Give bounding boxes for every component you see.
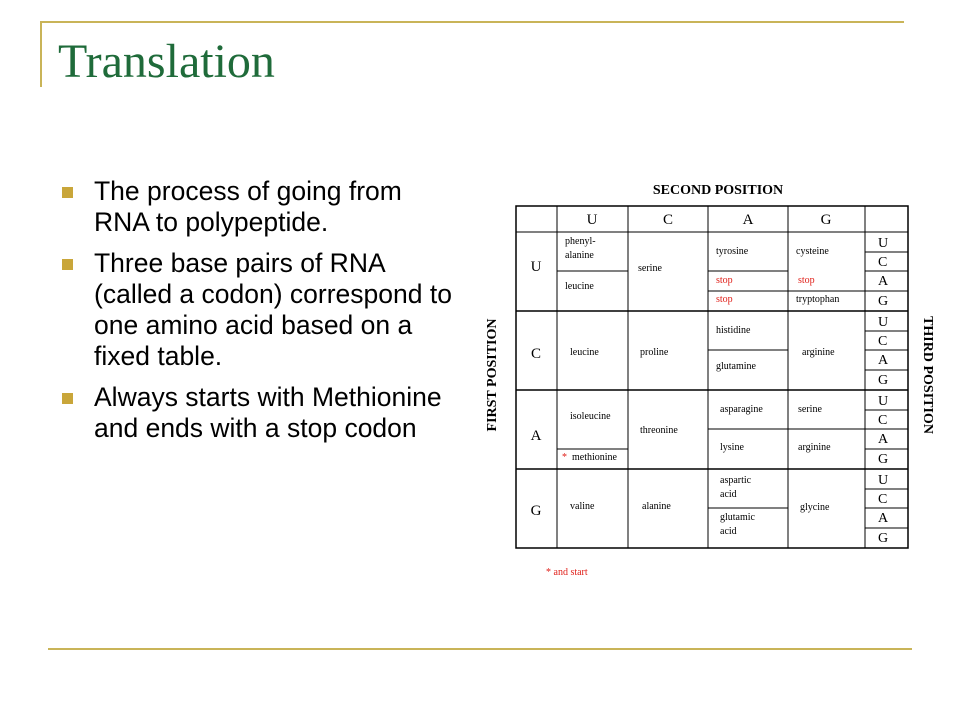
bullet-item: Always starts with Methionine and ends w…: [62, 382, 457, 444]
amino-acid-label: methionine: [572, 452, 618, 463]
second-base-u: U: [587, 212, 598, 228]
square-bullet-icon: [62, 393, 73, 404]
third-base-c: C: [878, 334, 887, 349]
third-position-label: THIRD POSITION: [920, 316, 935, 434]
bullet-text: Always starts with Methionine and ends w…: [94, 382, 442, 443]
first-base-c: C: [531, 346, 541, 362]
third-position-column: U C A G U C A G U C A G U C A G: [878, 236, 889, 546]
first-base-g: G: [531, 503, 542, 519]
bullet-text: The process of going from RNA to polypep…: [94, 176, 402, 237]
amino-acid-label: threonine: [640, 425, 678, 436]
third-base-g: G: [878, 452, 888, 467]
amino-acid-label: tyrosine: [716, 246, 749, 257]
start-marker-icon: *: [562, 452, 567, 463]
first-position-label: FIRST POSITION: [485, 319, 500, 432]
frame-top-rule: [40, 21, 904, 23]
third-base-u: U: [878, 473, 888, 488]
frame-bottom-rule: [48, 648, 912, 650]
amino-acid-label: phenyl-: [565, 236, 596, 247]
third-base-u: U: [878, 315, 888, 330]
amino-acid-label: histidine: [716, 325, 751, 336]
third-base-g: G: [878, 294, 888, 309]
amino-acid-label: proline: [640, 347, 669, 358]
amino-acid-label: alanine: [565, 250, 594, 261]
amino-acid-label: isoleucine: [570, 411, 611, 422]
amino-acid-label: leucine: [565, 281, 594, 292]
second-base-g: G: [821, 212, 832, 228]
amino-acid-label: serine: [638, 263, 662, 274]
amino-acid-label: tryptophan: [796, 294, 839, 305]
amino-acid-label: lysine: [720, 442, 744, 453]
amino-acid-label: alanine: [642, 501, 671, 512]
stop-codon-label: stop: [798, 275, 815, 286]
codon-table-figure: SECOND POSITION FIRST POSITION THIRD POS…: [485, 183, 935, 578]
amino-acid-label: acid: [720, 526, 737, 537]
slide-title: Translation: [58, 35, 275, 88]
bullet-item: Three base pairs of RNA (called a codon)…: [62, 248, 457, 372]
codon-grid-lines: [515, 205, 909, 549]
amino-acid-label: cysteine: [796, 246, 829, 257]
amino-acid-label: aspartic: [720, 475, 752, 486]
first-base-a: A: [531, 428, 542, 444]
amino-acid-label: valine: [570, 501, 595, 512]
bullet-text: Three base pairs of RNA (called a codon)…: [94, 248, 452, 371]
amino-acid-label: arginine: [798, 442, 831, 453]
second-base-a: A: [743, 212, 754, 228]
third-base-g: G: [878, 531, 888, 546]
bullet-list: The process of going from RNA to polypep…: [62, 176, 457, 454]
start-footnote: * and start: [546, 567, 588, 578]
square-bullet-icon: [62, 259, 73, 270]
stop-codon-label: stop: [716, 275, 733, 286]
second-position-label: SECOND POSITION: [653, 183, 783, 198]
third-base-a: A: [878, 353, 889, 368]
amino-acid-label: asparagine: [720, 404, 763, 415]
third-base-a: A: [878, 274, 889, 289]
second-base-c: C: [663, 212, 673, 228]
amino-acid-label: serine: [798, 404, 822, 415]
amino-acid-label: glycine: [800, 502, 830, 513]
third-base-c: C: [878, 492, 887, 507]
amino-acid-label: arginine: [802, 347, 835, 358]
amino-acid-label: acid: [720, 489, 737, 500]
frame-left-rule: [40, 21, 42, 87]
amino-acid-label: glutamine: [716, 361, 757, 372]
third-base-c: C: [878, 413, 887, 428]
first-base-u: U: [531, 259, 542, 275]
square-bullet-icon: [62, 187, 73, 198]
third-base-a: A: [878, 432, 889, 447]
bullet-item: The process of going from RNA to polypep…: [62, 176, 457, 238]
amino-acid-label: leucine: [570, 347, 599, 358]
third-base-u: U: [878, 394, 888, 409]
third-base-a: A: [878, 511, 889, 526]
third-base-u: U: [878, 236, 888, 251]
stop-codon-label: stop: [716, 294, 733, 305]
amino-acid-label: glutamic: [720, 512, 756, 523]
third-base-c: C: [878, 255, 887, 270]
third-base-g: G: [878, 373, 888, 388]
